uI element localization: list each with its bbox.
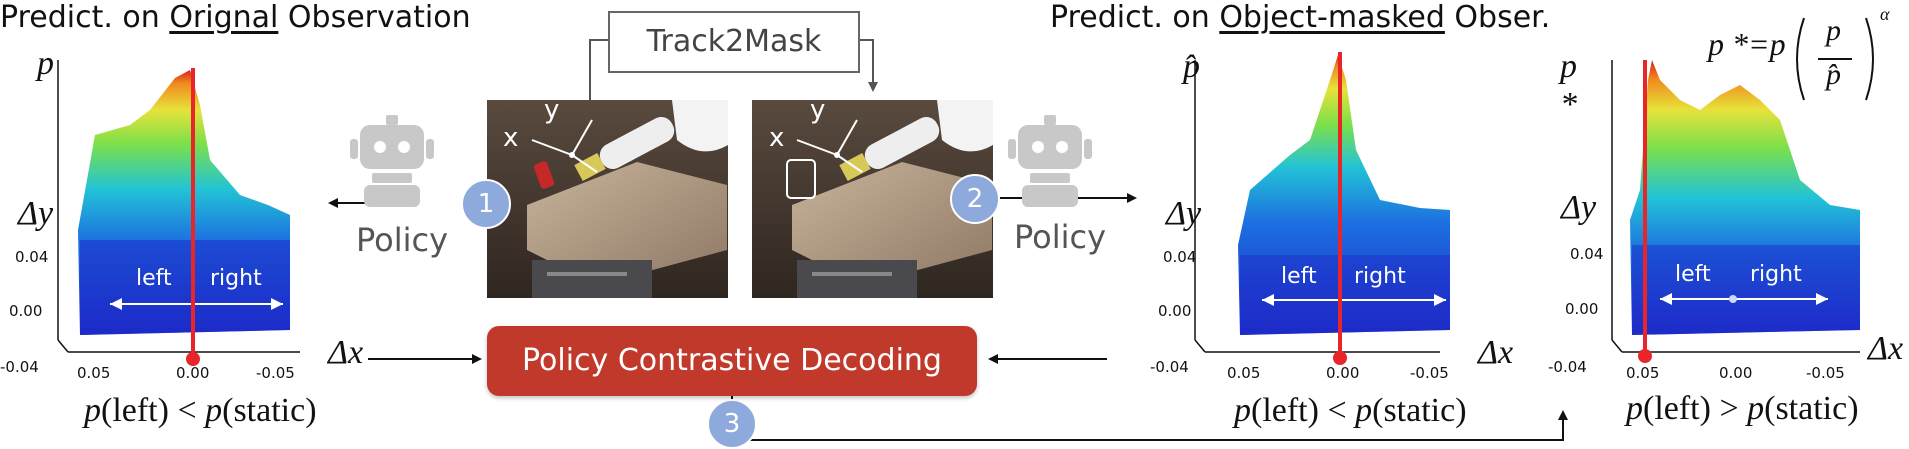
- plot3-caption-p1: p: [1626, 390, 1643, 427]
- formula-numerator: p: [1826, 14, 1841, 47]
- plot3-dy: Δy: [1561, 189, 1597, 226]
- plot2-ytick-2: -0.04: [1150, 358, 1189, 376]
- plot1-caption-p2: p: [205, 392, 223, 429]
- plot3-caption-mid: (left) >: [1643, 390, 1748, 427]
- plot2-dx: Δx: [1478, 334, 1514, 371]
- policy-label: Policy: [1014, 218, 1107, 256]
- step-badge-2: 2: [950, 174, 1000, 224]
- formula: p *=p: [1708, 26, 1786, 63]
- image2-axis-x: x: [769, 123, 785, 153]
- plot3-caption-end: (static): [1764, 390, 1859, 427]
- plot2-caption-p2: p: [1355, 392, 1373, 429]
- plot2-left-label: left: [1281, 264, 1317, 289]
- plot1-caption: p(left) < p(static): [84, 392, 317, 430]
- plot1-caption-end: (static): [222, 392, 317, 429]
- left-title: Predict. on Orignal Observation: [0, 0, 471, 35]
- right-title: Predict. on Object-masked Obser.: [1050, 0, 1550, 35]
- plot2-caption: p(left) < p(static): [1234, 392, 1467, 430]
- plot1-xtick-2: -0.05: [256, 364, 295, 382]
- plot3-dx: Δx: [1868, 330, 1904, 367]
- policy-label: Policy: [356, 221, 449, 259]
- robot-icon: [1008, 115, 1092, 207]
- plot1-left-label: left: [136, 266, 172, 291]
- policy-contrastive-decoding-box: Policy Contrastive Decoding: [487, 326, 977, 396]
- plot1-dx: Δx: [328, 334, 364, 371]
- plot1-dy: Δy: [18, 195, 54, 232]
- plot1-ytick-1: 0.00: [9, 302, 43, 320]
- formula-denominator: p̂: [1826, 58, 1841, 91]
- plot2-ytick-0: 0.04: [1163, 248, 1197, 266]
- plot1-ytick-0: 0.04: [15, 248, 49, 266]
- plot3-left-label: left: [1675, 262, 1711, 287]
- formula-lhs: p *=p: [1708, 26, 1786, 62]
- plot1-caption-p1: p: [84, 392, 101, 429]
- right-title-prefix: Predict. on: [1050, 0, 1220, 35]
- left-title-suffix: Observation: [278, 0, 471, 35]
- right-title-underlined: Object-masked: [1219, 0, 1445, 35]
- plot1-right-label: right: [210, 266, 262, 291]
- left-title-underlined: Orignal: [169, 0, 279, 35]
- plot2-caption-mid: (left) <: [1251, 392, 1356, 429]
- plot2-xtick-0: 0.05: [1227, 364, 1261, 382]
- plot3-xtick-2: -0.05: [1806, 364, 1845, 382]
- plot3-caption-p2: p: [1747, 390, 1765, 427]
- plot3-xtick-1: 0.00: [1719, 364, 1753, 382]
- plot1-xtick-1: 0.00: [176, 364, 210, 382]
- formula-exponent: α: [1880, 4, 1890, 24]
- track2mask-box: Track2Mask: [608, 11, 860, 73]
- plot2-right-label: right: [1354, 264, 1406, 289]
- step-badge-1: 1: [461, 179, 511, 229]
- plot2-caption-end: (static): [1372, 392, 1467, 429]
- plot3-right-label: right: [1750, 262, 1802, 287]
- plot2-ytick-1: 0.00: [1158, 302, 1192, 320]
- plot1-ylabel: p: [37, 45, 54, 82]
- plot3-ylabel: p *: [1560, 48, 1577, 123]
- plot2-xtick-2: -0.05: [1410, 364, 1449, 382]
- plot2-ylabel: p̂: [1183, 48, 1200, 85]
- track2mask-right-line: [856, 39, 878, 92]
- plot3-caption: p(left) > p(static): [1626, 390, 1859, 428]
- image2-axis-y: y: [810, 95, 826, 125]
- plot3-ytick-1: 0.00: [1565, 300, 1599, 318]
- image1-axis-y: y: [544, 95, 560, 125]
- plot2-dy: Δy: [1166, 195, 1202, 232]
- plot1-xtick-0: 0.05: [77, 364, 111, 382]
- plot2-caption-p1: p: [1234, 392, 1251, 429]
- formula-parentheses: [1796, 17, 1874, 101]
- plot1-ytick-2: -0.04: [0, 358, 39, 376]
- plot3-xtick-0: 0.05: [1626, 364, 1660, 382]
- left-title-prefix: Predict. on: [0, 0, 170, 35]
- track2mask-left-line: [589, 39, 608, 100]
- plot2-xtick-1: 0.00: [1326, 364, 1360, 382]
- plot1-caption-mid: (left) <: [101, 392, 206, 429]
- image1-axis-x: x: [503, 123, 519, 153]
- plot3-ytick-2: -0.04: [1548, 358, 1587, 376]
- robot-icon: [350, 115, 434, 207]
- right-title-suffix: Obser.: [1444, 0, 1551, 35]
- original-observation-image: [487, 100, 728, 298]
- plot3-ytick-0: 0.04: [1570, 245, 1604, 263]
